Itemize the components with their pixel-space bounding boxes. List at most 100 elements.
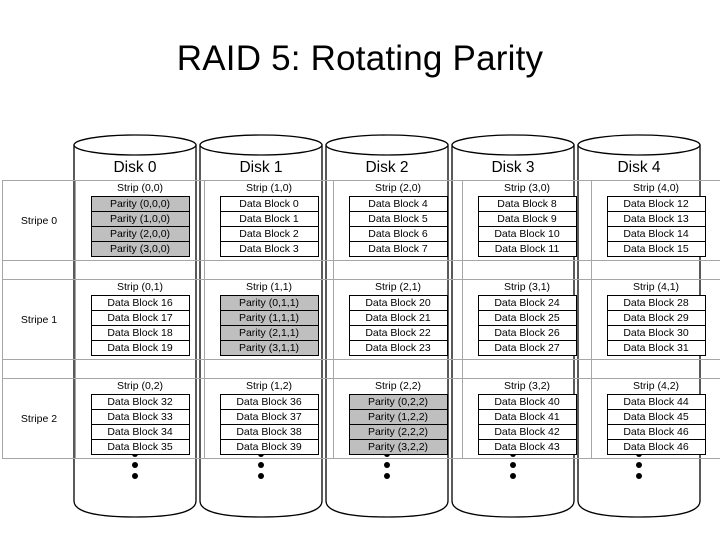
data-block[interactable]: Data Block 18 — [90, 325, 190, 340]
data-block[interactable]: Data Block 37 — [219, 409, 319, 424]
data-block[interactable]: Data Block 25 — [477, 310, 577, 325]
data-block[interactable]: Data Block 31 — [606, 340, 706, 356]
data-block[interactable]: Data Block 27 — [477, 340, 577, 356]
strip-cell-d1-s1[interactable]: Strip (1,1)Parity (0,1,1)Parity (1,1,1)P… — [204, 279, 334, 360]
data-block[interactable]: Data Block 16 — [90, 295, 190, 310]
page-title: RAID 5: Rotating Parity — [176, 39, 544, 78]
strip-cell-d2-s2[interactable]: Strip (2,2)Parity (0,2,2)Parity (1,2,2)P… — [333, 378, 463, 459]
data-block[interactable]: Data Block 30 — [606, 325, 706, 340]
stripe-spacer-label-cell — [2, 260, 76, 280]
stripe-label-1: Stripe 1 — [2, 279, 76, 360]
data-block[interactable]: Data Block 39 — [219, 439, 319, 455]
data-block[interactable]: Data Block 12 — [606, 196, 706, 211]
data-block[interactable]: Data Block 11 — [477, 241, 577, 257]
parity-block[interactable]: Parity (2,0,0) — [90, 226, 190, 241]
strip-cell-d0-s0[interactable]: Strip (0,0)Parity (0,0,0)Parity (1,0,0)P… — [75, 180, 205, 261]
parity-block[interactable]: Parity (3,1,1) — [219, 340, 319, 356]
data-block[interactable]: Data Block 36 — [219, 394, 319, 409]
parity-block[interactable]: Parity (0,0,0) — [90, 196, 190, 211]
stripe-spacer-cell — [75, 359, 205, 379]
data-block[interactable]: Data Block 4 — [348, 196, 448, 211]
parity-block[interactable]: Parity (1,2,2) — [348, 409, 448, 424]
data-block[interactable]: Data Block 46 — [606, 424, 706, 439]
data-block[interactable]: Data Block 23 — [348, 340, 448, 356]
data-block[interactable]: Data Block 21 — [348, 310, 448, 325]
parity-block[interactable]: Parity (0,2,2) — [348, 394, 448, 409]
data-block[interactable]: Data Block 3 — [219, 241, 319, 257]
data-block[interactable]: Data Block 46 — [606, 439, 706, 455]
data-block[interactable]: Data Block 6 — [348, 226, 448, 241]
data-block[interactable]: Data Block 19 — [90, 340, 190, 356]
strip-title: Strip (4,2) — [632, 380, 680, 392]
data-block[interactable]: Data Block 44 — [606, 394, 706, 409]
parity-block[interactable]: Parity (1,1,1) — [219, 310, 319, 325]
parity-block[interactable]: Parity (1,0,0) — [90, 211, 190, 226]
data-block[interactable]: Data Block 33 — [90, 409, 190, 424]
data-block[interactable]: Data Block 0 — [219, 196, 319, 211]
strip-title: Strip (1,0) — [245, 182, 293, 194]
data-block[interactable]: Data Block 45 — [606, 409, 706, 424]
data-block[interactable]: Data Block 9 — [477, 211, 577, 226]
data-block[interactable]: Data Block 34 — [90, 424, 190, 439]
data-block[interactable]: Data Block 8 — [477, 196, 577, 211]
data-block[interactable]: Data Block 38 — [219, 424, 319, 439]
data-block[interactable]: Data Block 41 — [477, 409, 577, 424]
data-block[interactable]: Data Block 40 — [477, 394, 577, 409]
parity-block[interactable]: Parity (3,2,2) — [348, 439, 448, 455]
data-block[interactable]: Data Block 13 — [606, 211, 706, 226]
stripe-spacer-cell — [462, 359, 592, 379]
block-stack: Parity (0,0,0)Parity (1,0,0)Parity (2,0,… — [90, 196, 190, 257]
data-block[interactable]: Data Block 20 — [348, 295, 448, 310]
data-block[interactable]: Data Block 26 — [477, 325, 577, 340]
data-block[interactable]: Data Block 32 — [90, 394, 190, 409]
data-block[interactable]: Data Block 1 — [219, 211, 319, 226]
disk-label-4: Disk 4 — [617, 159, 661, 176]
parity-block[interactable]: Parity (2,1,1) — [219, 325, 319, 340]
data-block[interactable]: Data Block 43 — [477, 439, 577, 455]
data-block[interactable]: Data Block 10 — [477, 226, 577, 241]
data-block[interactable]: Data Block 28 — [606, 295, 706, 310]
data-block[interactable]: Data Block 29 — [606, 310, 706, 325]
data-block[interactable]: Data Block 5 — [348, 211, 448, 226]
strip-title: Strip (1,1) — [245, 281, 293, 293]
parity-block[interactable]: Parity (0,1,1) — [219, 295, 319, 310]
parity-block[interactable]: Parity (2,2,2) — [348, 424, 448, 439]
parity-block[interactable]: Parity (3,0,0) — [90, 241, 190, 257]
strip-inner: Strip (1,1)Parity (0,1,1)Parity (1,1,1)P… — [205, 280, 333, 359]
data-block[interactable]: Data Block 22 — [348, 325, 448, 340]
data-block[interactable]: Data Block 14 — [606, 226, 706, 241]
data-block[interactable]: Data Block 35 — [90, 439, 190, 455]
data-block[interactable]: Data Block 15 — [606, 241, 706, 257]
data-block[interactable]: Data Block 7 — [348, 241, 448, 257]
strip-title: Strip (2,1) — [374, 281, 422, 293]
data-block[interactable]: Data Block 42 — [477, 424, 577, 439]
data-block[interactable]: Data Block 24 — [477, 295, 577, 310]
data-block[interactable]: Data Block 2 — [219, 226, 319, 241]
stripe-spacer-cell — [204, 359, 334, 379]
data-block[interactable]: Data Block 17 — [90, 310, 190, 325]
disk-label-1: Disk 1 — [239, 159, 283, 176]
strip-title: Strip (2,0) — [374, 182, 422, 194]
